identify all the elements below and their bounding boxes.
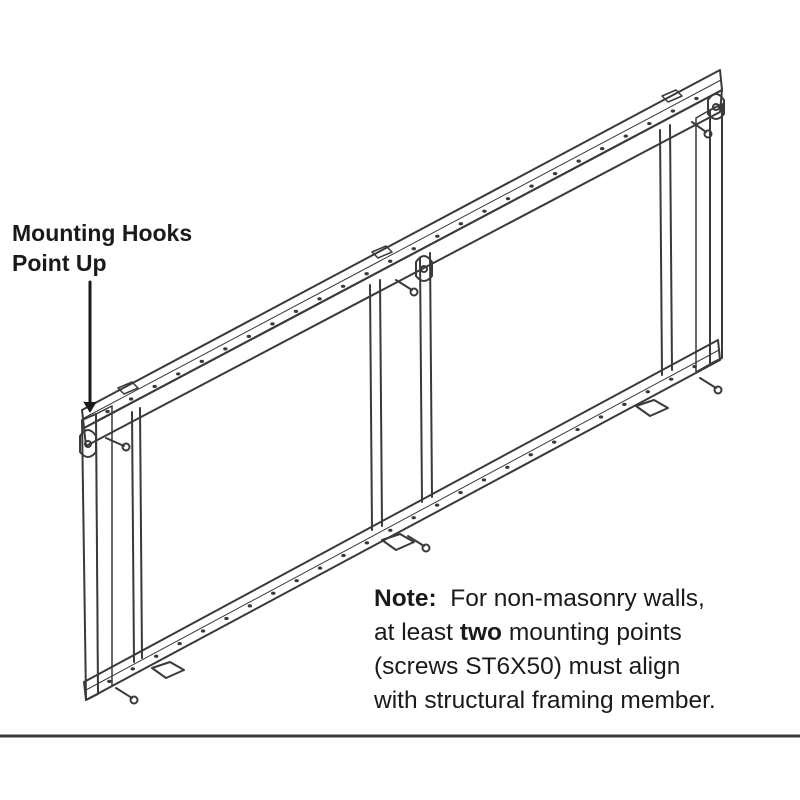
mounting-hooks-callout: Mounting Hooks Point Up — [12, 218, 192, 278]
bottom-tab — [151, 661, 185, 679]
note-line-2-post: mounting points — [508, 619, 682, 646]
rail-hole — [551, 440, 557, 444]
rail-hole — [481, 478, 487, 482]
rail-hole — [107, 679, 112, 684]
rail-hole — [694, 96, 699, 101]
rail-hole — [177, 642, 182, 646]
note-line-3: (screws ST6X50) must align — [374, 653, 681, 680]
rail-hole — [224, 616, 229, 621]
rail-hole — [411, 516, 416, 520]
left-side-bracket — [81, 405, 113, 701]
vertical-strut — [131, 407, 143, 663]
rail-hole — [388, 259, 393, 263]
rail-hole — [270, 322, 275, 326]
rail-hole — [505, 465, 510, 469]
rail-hole — [692, 364, 697, 369]
rail-hole — [200, 629, 206, 633]
rail-hole — [246, 334, 252, 338]
screw — [115, 687, 139, 705]
rail-hole — [105, 409, 110, 414]
rail-hole — [271, 591, 276, 595]
note-line-1-text: For non-masonry walls, — [450, 585, 705, 612]
bottom-tab — [635, 399, 669, 417]
rail-hole — [341, 553, 346, 558]
bottom-rail-holes — [107, 364, 697, 684]
rail-hole — [154, 654, 159, 658]
rail-hole — [294, 579, 299, 583]
rail-hole — [600, 146, 605, 151]
rail-hole — [364, 541, 370, 545]
rail-hole — [340, 284, 346, 288]
screw — [407, 535, 431, 553]
rail-hole — [575, 427, 580, 432]
rail-hole — [411, 247, 416, 251]
note-line-2-pre: at least — [374, 619, 453, 646]
rail-hole — [317, 566, 323, 570]
mounting-hook — [415, 255, 433, 282]
vertical-strut — [419, 252, 433, 503]
rail-hole — [458, 222, 464, 226]
note-line-4: with structural framing member. — [374, 687, 716, 714]
rail-hole — [622, 402, 627, 406]
rail-hole — [645, 390, 650, 394]
callout-line-1: Mounting Hooks — [12, 220, 193, 246]
vertical-strut — [369, 279, 383, 531]
top-rail — [81, 69, 723, 447]
rail-hole — [576, 159, 581, 163]
rail-hole — [317, 297, 322, 301]
rail-hole — [152, 384, 157, 389]
rail-hole — [388, 528, 393, 532]
rail-hole — [130, 667, 136, 671]
rail-hole — [223, 347, 228, 351]
vertical-strut — [659, 124, 673, 376]
rail-hole — [598, 415, 604, 419]
callout-line-2: Point Up — [12, 250, 107, 276]
mounting-hook — [707, 93, 725, 120]
rail-hole — [505, 197, 511, 201]
rail-hole — [528, 453, 533, 457]
rail-hole — [435, 234, 440, 238]
rail-hole — [623, 134, 628, 138]
screw — [691, 121, 713, 139]
rail-hole — [247, 604, 253, 608]
bottom-tab — [381, 533, 415, 551]
note-emphasis-two: two — [459, 619, 502, 646]
rail-hole — [458, 490, 463, 495]
rail-hole — [482, 209, 487, 213]
screw — [105, 437, 131, 452]
top-rail-holes — [105, 96, 699, 414]
rail-hole — [199, 359, 204, 364]
right-side-bracket — [695, 103, 723, 373]
installation-note: Note: For non-masonry walls, at least tw… — [374, 582, 716, 718]
screw — [395, 279, 419, 297]
mounting-hook — [79, 429, 97, 458]
rail-hole — [668, 377, 674, 381]
rail-hole — [529, 184, 534, 188]
rail-hole — [364, 272, 369, 276]
rail-hole — [434, 503, 440, 507]
rail-hole — [128, 397, 134, 401]
rail-hole — [670, 109, 676, 113]
rail-hole — [293, 309, 299, 313]
rail-hole — [647, 121, 652, 126]
note-label: Note: — [374, 585, 437, 612]
screw — [699, 377, 723, 395]
note-line-1: Note: For non-masonry walls, — [374, 582, 716, 616]
note-line-2: at least two mounting points — [374, 616, 716, 650]
rail-hole — [552, 172, 558, 176]
rail-hole — [176, 372, 181, 376]
